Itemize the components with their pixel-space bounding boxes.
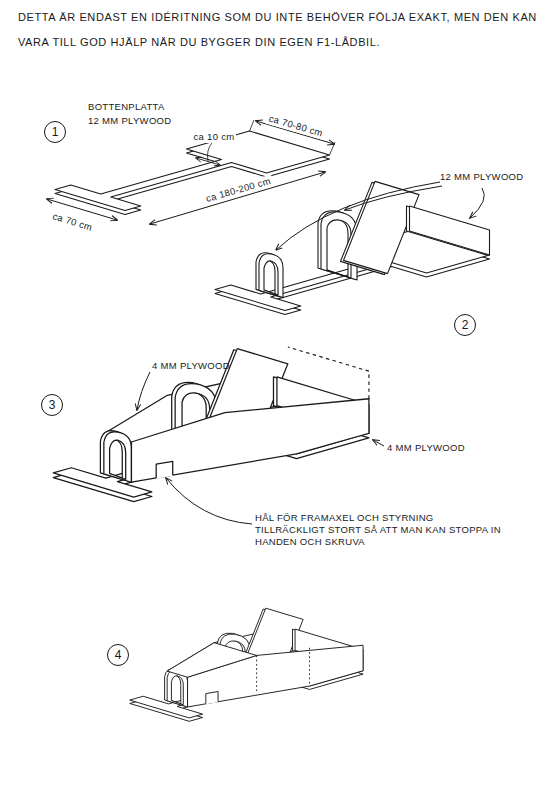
hole-note: HÅL FÖR FRAMAXEL OCH STYRNING TILLRÄCKLI… [255,512,505,548]
dimension-label: ca 70-80 cm [266,112,327,140]
heading-note: DETTA ÄR ENDAST EN IDÉRITNING SOM DU INT… [18,5,538,55]
material-note: 4 MM PLYWOOD [387,442,465,454]
material-note: 4 MM PLYWOOD [152,360,230,372]
step-number: 1 [52,125,59,139]
step-3-leaders [137,372,384,524]
step-4-finished-body [130,608,363,721]
step-number-circle: 3 [41,394,63,416]
step-3-side-skins [53,347,369,502]
dimension-label: ca 10 cm [192,131,237,143]
step-number-circle: 4 [107,644,129,666]
step-1-bottom-plate [47,120,335,224]
material-note: 12 MM PLYWOOD [440,171,523,183]
part-name: BOTTENPLATTA [88,101,165,113]
step-number: 2 [462,318,469,332]
step-number-circle: 2 [454,314,476,336]
step-number: 4 [115,648,122,662]
step-number: 3 [49,398,56,412]
dimension-label: ca 70 cm [49,210,95,235]
step-2-bulkheads [215,181,490,314]
step-number-circle: 1 [44,121,66,143]
step-2-leaders [276,182,484,250]
material-note: 12 MM PLYWOOD [88,115,171,127]
